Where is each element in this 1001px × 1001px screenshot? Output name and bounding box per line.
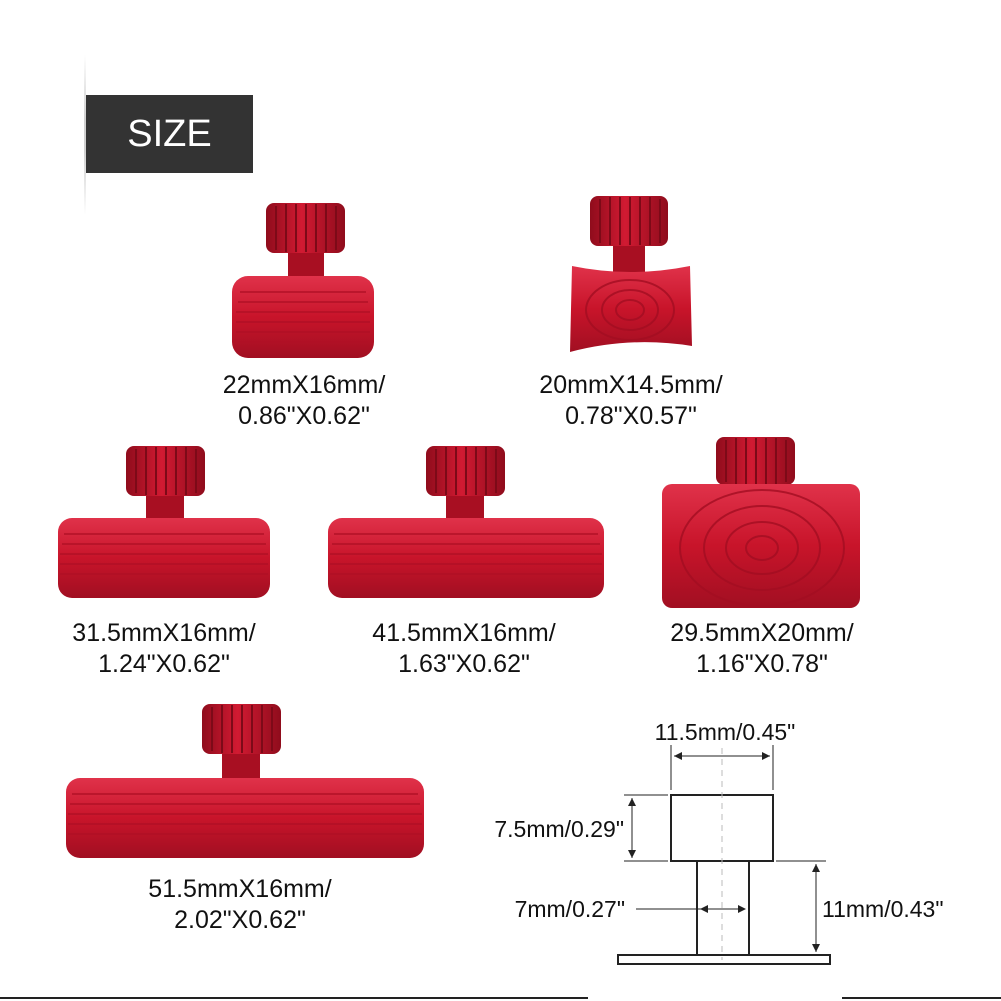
caption-tab-22x16: 22mmX16mm/0.86"X0.62" [222,371,386,430]
dimension-diagram [617,745,831,965]
caption-tab-31-5x16: 31.5mmX16mm/1.24"X0.62" [72,619,256,678]
tab-31-5x16-image [58,446,270,598]
tab-41-5x16-image [328,446,604,598]
size-badge: SIZE [86,95,253,173]
tab-20x14-5-image [570,196,692,352]
caption-tab-51-5x16: 51.5mmX16mm/2.02"X0.62" [148,875,332,934]
total-height-label: 11mm/0.43" [822,896,944,922]
tab-51-5x16-image [66,704,424,858]
caption-tab-20x14-5: 20mmX14.5mm/0.78"X0.57" [539,371,723,430]
head-height-label: 7.5mm/0.29" [494,816,624,842]
tab-22x16-image [232,203,374,358]
bottom-rule-right [842,997,1001,999]
tab-29-5x20-image [662,437,860,608]
bottom-rule-left [0,997,588,999]
caption-tab-29-5x20: 29.5mmX20mm/1.16"X0.78" [670,619,854,678]
caption-tab-41-5x16: 41.5mmX16mm/1.63"X0.62" [372,619,556,678]
badge-divider [84,55,86,215]
head-width-label: 11.5mm/0.45" [655,719,796,745]
stem-width-label: 7mm/0.27" [515,896,625,922]
